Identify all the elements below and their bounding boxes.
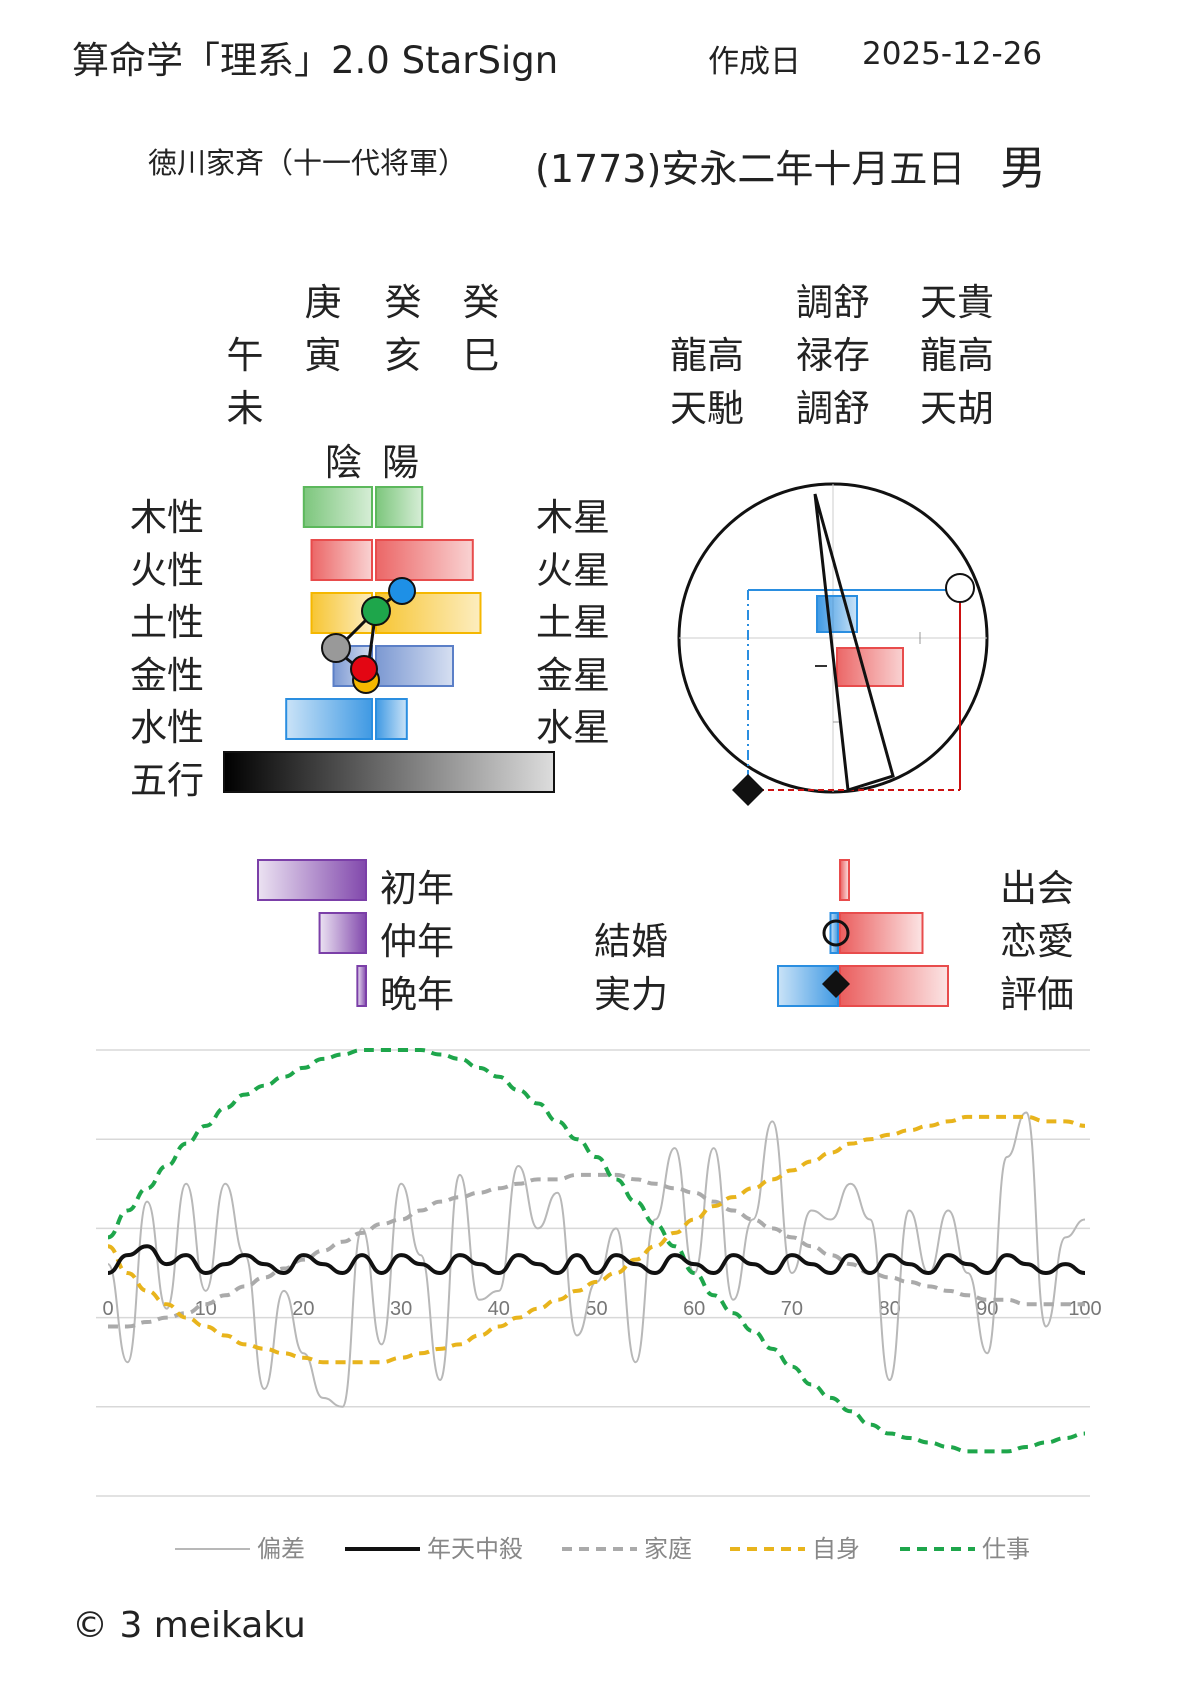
element-label-wood: 木性 xyxy=(130,496,204,539)
x-tick-label: 30 xyxy=(390,1298,412,1320)
yang-bar-0 xyxy=(375,486,424,528)
element-label-fire: 火性 xyxy=(130,549,204,592)
pillar-branch-2: 亥 xyxy=(384,334,422,377)
dot-water xyxy=(388,577,416,605)
dot-fire xyxy=(350,655,378,683)
star-3-3: 天胡 xyxy=(920,387,994,430)
legend-label-2: 家庭 xyxy=(644,1536,692,1563)
marriage-marker xyxy=(822,919,850,947)
pillar-stem-1: 庚 xyxy=(304,281,342,324)
x-tick-label: 80 xyxy=(878,1298,900,1320)
created-label: 作成日 xyxy=(708,44,801,80)
life-bars xyxy=(257,859,367,1007)
pillar-branch-0: 午 xyxy=(226,334,264,377)
x-tick-label: 20 xyxy=(292,1298,314,1320)
relation-bars xyxy=(777,859,949,1007)
legend-label-3: 自身 xyxy=(812,1536,860,1563)
element-label-earth: 土性 xyxy=(130,601,204,644)
pillar-extra: 未 xyxy=(226,387,264,430)
pillar-branch-3: 巳 xyxy=(462,334,500,377)
series-line-0 xyxy=(107,1111,1086,1408)
person-name: 徳川家斉（十一代将軍） xyxy=(148,146,468,180)
relation-blue-bar-1 xyxy=(829,912,839,954)
star-label-wood: 木星 xyxy=(536,496,610,539)
yang-bar-1 xyxy=(375,539,474,581)
created-date: 2025-12-26 xyxy=(862,36,1043,72)
star-label-earth: 土星 xyxy=(536,601,610,644)
star-1-1: 調舒 xyxy=(796,281,870,324)
element-dots xyxy=(321,577,416,694)
relation-label-evaluation: 評価 xyxy=(1000,973,1074,1016)
circle-marker xyxy=(945,573,975,603)
yang-bar-3 xyxy=(375,645,454,687)
diamond-marker xyxy=(732,774,764,806)
star-1-2: 天貴 xyxy=(920,281,994,324)
pillar-stem-3: 癸 xyxy=(462,281,500,324)
yin-bar-0 xyxy=(302,486,373,528)
x-tick-label: 0 xyxy=(102,1298,113,1320)
life-label-middle: 仲年 xyxy=(380,920,454,963)
star-3-1: 天馳 xyxy=(670,387,744,430)
x-tick-label: 60 xyxy=(683,1298,705,1320)
star-2-3: 龍高 xyxy=(920,334,994,377)
series-line-1 xyxy=(107,1244,1086,1276)
marriage-label: 結婚 xyxy=(594,920,668,963)
element-label-metal: 金性 xyxy=(130,654,204,697)
legend-label-1: 年天中殺 xyxy=(427,1536,523,1563)
yang-label: 陽 xyxy=(382,441,419,484)
ability-label: 実力 xyxy=(594,973,668,1016)
yin-bar-1 xyxy=(310,539,373,581)
yang-bar-4 xyxy=(375,698,408,740)
series-line-4 xyxy=(107,1048,1086,1454)
life-bar-1 xyxy=(318,912,367,954)
star-2-1: 龍高 xyxy=(670,334,744,377)
life-label-late: 晩年 xyxy=(380,973,454,1016)
legend-label-4: 仕事 xyxy=(982,1536,1030,1563)
yin-bar-4 xyxy=(285,698,374,740)
life-label-early: 初年 xyxy=(380,867,454,910)
x-tick-label: 40 xyxy=(488,1298,510,1320)
series-line-3 xyxy=(107,1114,1086,1365)
star-2-2: 禄存 xyxy=(796,334,870,377)
x-tick-label: 100 xyxy=(1068,1298,1101,1320)
yin-label: 陰 xyxy=(325,441,362,484)
star-label-metal: 金星 xyxy=(536,654,610,697)
relation-label-meeting: 出会 xyxy=(1000,867,1074,910)
element-label-total: 五行 xyxy=(130,759,204,802)
chart-legend: 偏差 年天中殺 家庭 自身 仕事 xyxy=(175,1536,1030,1563)
gender: 男 xyxy=(1000,141,1046,195)
five-element-bar xyxy=(223,751,555,793)
dot-wood xyxy=(361,596,391,626)
star-label-water: 水星 xyxy=(536,706,610,749)
star-3-2: 調舒 xyxy=(796,387,870,430)
balance-circle xyxy=(677,482,989,806)
x-tick-label: 70 xyxy=(781,1298,803,1320)
relation-red-bar-2 xyxy=(839,965,949,1007)
legend-label-0: 偏差 xyxy=(257,1536,305,1563)
relation-red-bar-0 xyxy=(839,859,850,901)
ability-marker xyxy=(822,970,850,998)
dot-metal xyxy=(321,633,351,663)
series-line-2 xyxy=(107,1172,1085,1329)
birth-date: (1773)安永二年十月五日 xyxy=(535,147,966,191)
pillar-stem-2: 癸 xyxy=(384,281,422,324)
copyright: © 3 meikaku xyxy=(72,1605,306,1646)
life-bar-0 xyxy=(257,859,367,901)
x-tick-label: 50 xyxy=(585,1298,607,1320)
life-bar-2 xyxy=(356,965,367,1007)
star-label-fire: 火星 xyxy=(536,549,610,592)
pillar-branch-1: 寅 xyxy=(304,334,342,377)
element-label-water: 水性 xyxy=(130,706,204,749)
relation-label-love: 恋愛 xyxy=(1000,920,1074,963)
relation-red-bar-1 xyxy=(839,912,924,954)
page-title: 算命学「理系」2.0 StarSign xyxy=(72,39,559,82)
